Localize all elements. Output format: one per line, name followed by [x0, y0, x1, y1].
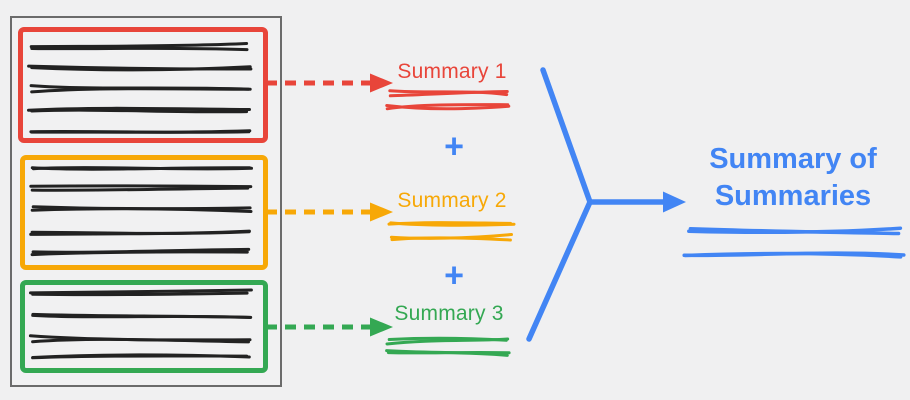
scribble-stroke — [385, 104, 511, 111]
merge-branches — [526, 67, 593, 342]
scribble-stroke — [682, 251, 906, 258]
dashed-arrow-section1 — [266, 73, 393, 93]
source-document — [10, 16, 282, 387]
scribble-stroke — [688, 226, 901, 236]
dashed-arrow-3-head — [370, 317, 393, 337]
scribble-stroke — [386, 350, 511, 355]
scribble-stroke — [387, 336, 508, 342]
scribble-stroke — [390, 236, 512, 242]
scribble-stroke — [388, 90, 509, 98]
scribble-stroke — [385, 337, 510, 346]
merge-arrow — [526, 67, 686, 342]
document-section-1 — [18, 27, 268, 143]
result-title: Summary of Summaries — [709, 143, 877, 212]
scribble-stroke — [387, 221, 512, 226]
document-section-3 — [20, 280, 268, 373]
scribble-stroke — [388, 89, 509, 97]
dashed-arrow-section3 — [266, 317, 393, 337]
dashed-arrow-2-head — [370, 202, 393, 222]
plus-operator-2: + — [444, 256, 464, 295]
scribble-stroke — [389, 233, 513, 240]
dashed-arrow-section2 — [266, 202, 393, 222]
scribble-stroke — [683, 251, 903, 259]
scribble-stroke — [389, 221, 516, 227]
summary-2-label: Summary 2 — [397, 189, 507, 212]
summary-3-label: Summary 3 — [394, 302, 504, 325]
plus-operator-1: + — [444, 127, 464, 166]
summary-1-label: Summary 1 — [397, 60, 507, 83]
scribble-stroke — [385, 103, 510, 111]
dashed-arrow-1-head — [370, 73, 393, 93]
document-section-2 — [20, 155, 268, 270]
scribble-stroke — [687, 226, 903, 234]
scribble-stroke — [385, 349, 509, 357]
